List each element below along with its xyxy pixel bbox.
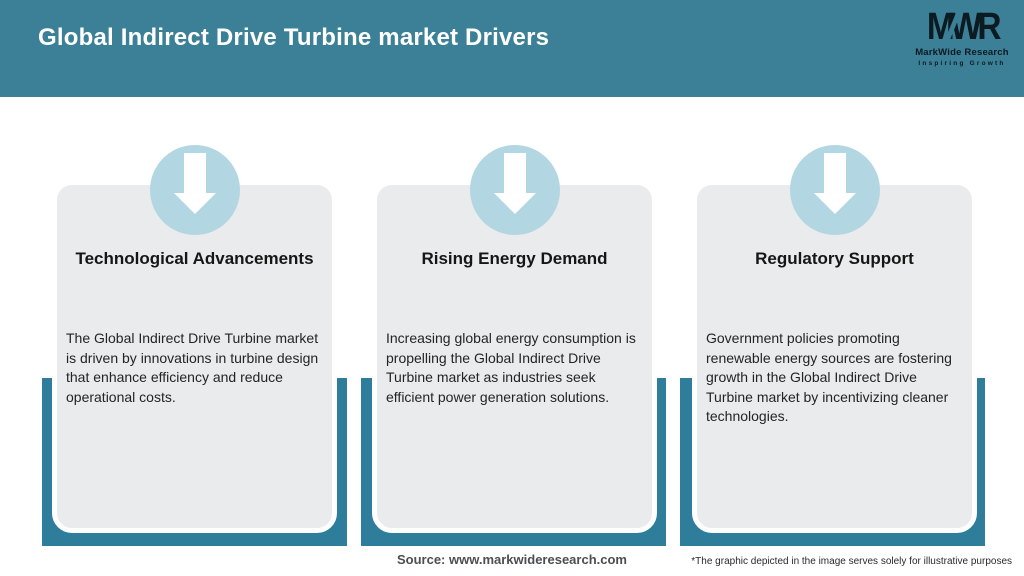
down-arrow-icon <box>150 145 240 235</box>
driver-card: Technological Advancements The Global In… <box>52 180 337 533</box>
card-description: Government policies promoting renewable … <box>706 330 952 424</box>
card-title: Regulatory Support <box>755 249 914 268</box>
card-title: Rising Energy Demand <box>421 249 608 268</box>
logo-name: MarkWide Research <box>915 47 1009 58</box>
card-description: Increasing global energy consumption is … <box>386 330 636 405</box>
logo-acronym: MWR <box>926 6 1002 48</box>
markwide-research-logo: MWR MarkWide Research Inspiring Growth <box>912 8 1012 67</box>
card-title: Technological Advancements <box>75 249 314 268</box>
source-text: Source: www.markwideresearch.com <box>396 552 627 567</box>
down-arrow-icon <box>470 145 560 235</box>
disclaimer-text: *The graphic depicted in the image serve… <box>691 556 1012 567</box>
logo-tagline: Inspiring Growth <box>918 60 1006 67</box>
driver-card: Regulatory Support Government policies p… <box>692 180 977 533</box>
down-arrow-icon <box>790 145 880 235</box>
header-bar: Global Indirect Drive Turbine market Dri… <box>0 0 1024 97</box>
page-title: Global Indirect Drive Turbine market Dri… <box>38 24 550 51</box>
card-description: The Global Indirect Drive Turbine market… <box>66 330 319 405</box>
